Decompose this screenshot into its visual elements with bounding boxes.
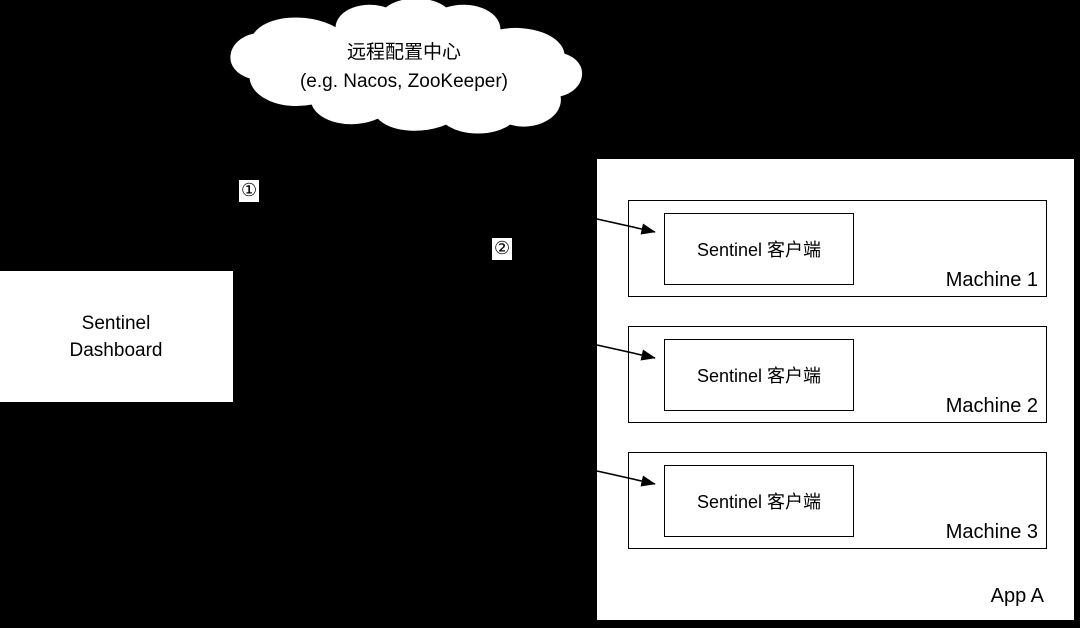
machine-1-sentinel-client[interactable]: Sentinel 客户端: [664, 213, 854, 285]
sentinel-dashboard-node[interactable]: Sentinel Dashboard: [0, 270, 234, 403]
dashboard-label-line1: Sentinel: [81, 312, 151, 334]
step-marker-1: ①: [239, 180, 260, 202]
remote-config-center-node[interactable]: 远程配置中心 (e.g. Nacos, ZooKeeper): [218, 0, 590, 134]
machine-2-box[interactable]: Sentinel 客户端 Machine 2: [628, 326, 1047, 423]
cloud-icon: [230, 0, 582, 134]
machine-1-label: Machine 1: [945, 269, 1038, 291]
app-a-container[interactable]: Sentinel 客户端 Machine 1 Sentinel 客户端 Mach…: [596, 158, 1075, 621]
machine-3-label: Machine 3: [945, 521, 1038, 543]
step-marker-2: ②: [492, 238, 513, 260]
app-a-label: App A: [990, 585, 1044, 607]
machine-2-label: Machine 2: [945, 395, 1038, 417]
machine-2-sentinel-client[interactable]: Sentinel 客户端: [664, 339, 854, 411]
machine-3-box[interactable]: Sentinel 客户端 Machine 3: [628, 452, 1047, 549]
machine-1-box[interactable]: Sentinel 客户端 Machine 1: [628, 200, 1047, 297]
machine-3-sentinel-client[interactable]: Sentinel 客户端: [664, 465, 854, 537]
dashboard-label-line2: Dashboard: [69, 339, 163, 361]
